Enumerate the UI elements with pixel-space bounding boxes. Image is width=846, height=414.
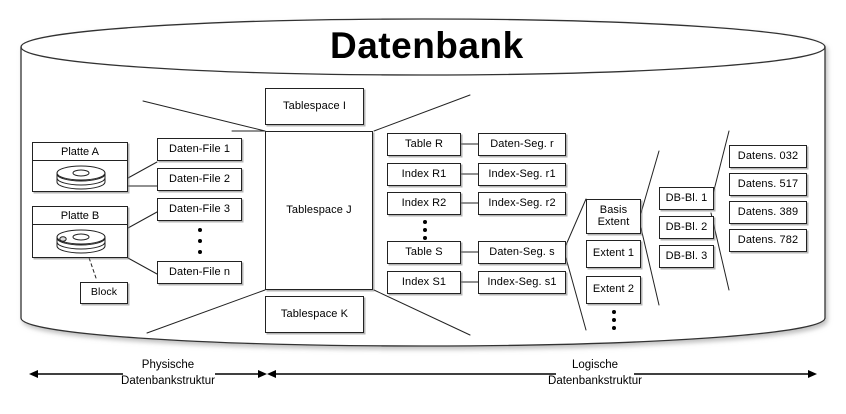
db-bl-3[interactable]: DB-Bl. 3 (659, 245, 714, 268)
basis-extent[interactable]: Basis Extent (586, 199, 641, 234)
block-callout[interactable]: Block (80, 282, 128, 304)
connector-lines (59, 94, 730, 336)
daten-file-n[interactable]: Daten-File n (157, 261, 242, 284)
datensatz-782[interactable]: Datens. 782 (729, 229, 807, 252)
table-s[interactable]: Table S (387, 241, 461, 264)
daten-file-2[interactable]: Daten-File 2 (157, 168, 242, 191)
tablespace-j[interactable]: Tablespace J (265, 131, 373, 290)
daten-file-1[interactable]: Daten-File 1 (157, 138, 242, 161)
disk-platter-icon (33, 161, 127, 192)
axis-label-physical-line1: Physische (141, 359, 195, 371)
db-bl-1[interactable]: DB-Bl. 1 (659, 187, 714, 210)
axis-label-physical-line2: Datenbankstruktur (121, 374, 215, 387)
index-seg-s1[interactable]: Index-Seg. s1 (478, 271, 566, 294)
index-r2[interactable]: Index R2 (387, 192, 461, 215)
daten-file-3[interactable]: Daten-File 3 (157, 198, 242, 221)
extent-2[interactable]: Extent 2 (586, 276, 641, 304)
index-r1[interactable]: Index R1 (387, 163, 461, 186)
index-seg-r1[interactable]: Index-Seg. r1 (478, 163, 566, 186)
daten-seg-r[interactable]: Daten-Seg. r (478, 133, 566, 156)
datensatz-032[interactable]: Datens. 032 (729, 145, 807, 168)
daten-seg-s[interactable]: Daten-Seg. s (478, 241, 566, 264)
tablespace-k[interactable]: Tablespace K (265, 296, 364, 333)
disk-platte-b-label: Platte B (33, 207, 127, 225)
datensatz-389[interactable]: Datens. 389 (729, 201, 807, 224)
index-s1[interactable]: Index S1 (387, 271, 461, 294)
disk-platte-a[interactable]: Platte A (32, 142, 128, 192)
extent-ellipsis (611, 310, 616, 330)
datensatz-517[interactable]: Datens. 517 (729, 173, 807, 196)
axis-label-physical: Physische Datenbankstruktur (103, 358, 233, 389)
axis-label-logical-line2: Datenbankstruktur (548, 374, 642, 387)
tablespace-i[interactable]: Tablespace I (265, 88, 364, 125)
disk-platter-icon (33, 225, 127, 258)
index-seg-r2[interactable]: Index-Seg. r2 (478, 192, 566, 215)
diagram-title: Datenbank (330, 25, 524, 66)
daten-file-ellipsis (197, 228, 202, 254)
axis-label-logical: Logische Datenbankstruktur (530, 358, 660, 389)
disk-platte-b[interactable]: Platte B (32, 206, 128, 258)
extent-1[interactable]: Extent 1 (586, 240, 641, 268)
logical-objects-ellipsis (422, 220, 427, 240)
db-bl-2[interactable]: DB-Bl. 2 (659, 216, 714, 239)
axis-label-logical-line1: Logische (571, 359, 619, 371)
table-r[interactable]: Table R (387, 133, 461, 156)
disk-platte-a-label: Platte A (33, 143, 127, 161)
